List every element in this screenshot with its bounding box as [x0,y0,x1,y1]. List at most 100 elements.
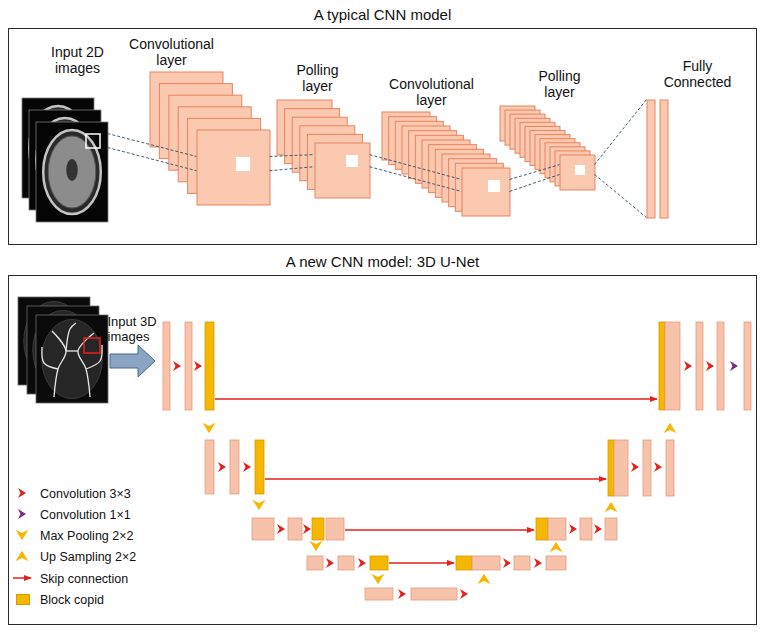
legend-spacer [16,530,30,541]
vessel [66,323,76,351]
vessel [52,331,66,397]
feature-block [514,556,530,570]
layer-label: Convolutional layer [122,36,222,70]
feature-block [665,322,680,410]
dashed-connector [108,134,197,171]
copied-block [536,518,548,540]
feature-block [546,556,566,570]
conv3-chevron [398,589,406,599]
skull [43,130,101,214]
feature-block [288,518,302,540]
conv3-chevron [277,524,285,534]
brain-tissue [48,136,96,208]
dense-bar [647,100,655,218]
layer-label: Polling layer [528,68,592,102]
layer-stack: Polling layer [560,155,595,190]
legend-sample [16,530,29,540]
copied-block [456,556,472,570]
upsample-chevron [478,574,491,584]
feature-block [307,556,323,570]
feature-block [338,556,354,570]
legend-spacer [16,488,30,499]
image-stack: Input 3D images [36,315,108,403]
feature-block [163,322,170,410]
panel-title: A new CNN model: 3D U-Net [9,253,756,271]
conv3-chevron [594,524,602,534]
copied-block [312,518,324,540]
legend-swatch [16,594,30,605]
skip-arrow [345,529,534,531]
layer-stack: Polling layer [315,143,370,198]
feature-map [462,168,510,216]
angio-slice [36,315,108,403]
layer-label: Polling layer [286,62,350,96]
conv3-chevron [243,462,251,472]
conv3-chevron [569,524,577,534]
legend-text: Skip connection [40,572,128,586]
feature-map [560,155,595,190]
conv1-chevron [730,361,738,371]
legend-item: Up Sampling 2×2 [16,548,136,564]
feature-block [365,588,393,600]
legend-text: Up Sampling 2×2 [40,550,136,564]
feature-block [185,322,192,410]
dense-layer: Fully Connected [647,100,668,218]
panel: A typical CNN modelInput 2D imagesConvol… [8,28,757,245]
legend-item: Convolution 3×3 [16,485,131,501]
layer-label: Input 2D images [40,44,116,78]
dashed-connector [510,165,560,192]
legend-text: Convolution 3×3 [40,487,131,501]
feature-block [548,518,566,540]
conv3-chevron [218,462,226,472]
legend-spacer [16,509,30,520]
feature-block [472,556,500,570]
vessel [78,333,94,397]
legend-item: Max Pooling 2×2 [16,527,133,543]
vessel [66,350,78,351]
layer-label: Convolutional layer [382,76,482,110]
feature-map [197,130,270,205]
upsample-chevron [664,423,677,433]
highlight-box [488,180,500,192]
feature-block [230,440,239,494]
panel-title: A typical CNN model [9,6,756,24]
conv3-chevron [534,558,542,568]
conv3-chevron [706,361,714,371]
legend-item: Skip connection [16,570,128,586]
feature-block [666,440,674,496]
skip-arrow [389,562,454,564]
layer-stack: Convolutional layer [462,168,510,216]
upsample-chevron [605,502,618,512]
layer-stack: Convolutional layer [197,130,270,205]
legend-item: Block copid [16,591,104,607]
mri-slice [36,122,108,222]
layer-label: Fully Connected [656,58,740,92]
legend-spacer [16,551,30,562]
conv3-chevron [631,462,639,472]
ventricle [66,159,78,181]
legend-text: Max Pooling 2×2 [40,529,133,543]
conv3-chevron [654,462,662,472]
pool-chevron [372,574,385,584]
feature-block [605,518,617,540]
legend-text: Block copid [40,593,104,607]
feature-block [614,440,628,496]
feature-block [205,440,214,494]
feature-block [326,518,344,540]
legend-sample [13,577,31,579]
pool-chevron [310,541,323,551]
head-outline [42,319,102,398]
highlight-box [346,155,358,167]
highlight-box [236,157,250,171]
input-arrow [110,345,155,377]
copied-block [205,322,214,410]
highlight-box [86,134,100,148]
dashed-connector [370,155,462,192]
conv3-chevron [303,524,311,534]
conv3-chevron [358,558,366,568]
legend-item: Convolution 1×1 [16,506,131,522]
vessel [42,347,58,369]
highlight-box [575,165,585,175]
upsample-chevron [550,542,563,552]
